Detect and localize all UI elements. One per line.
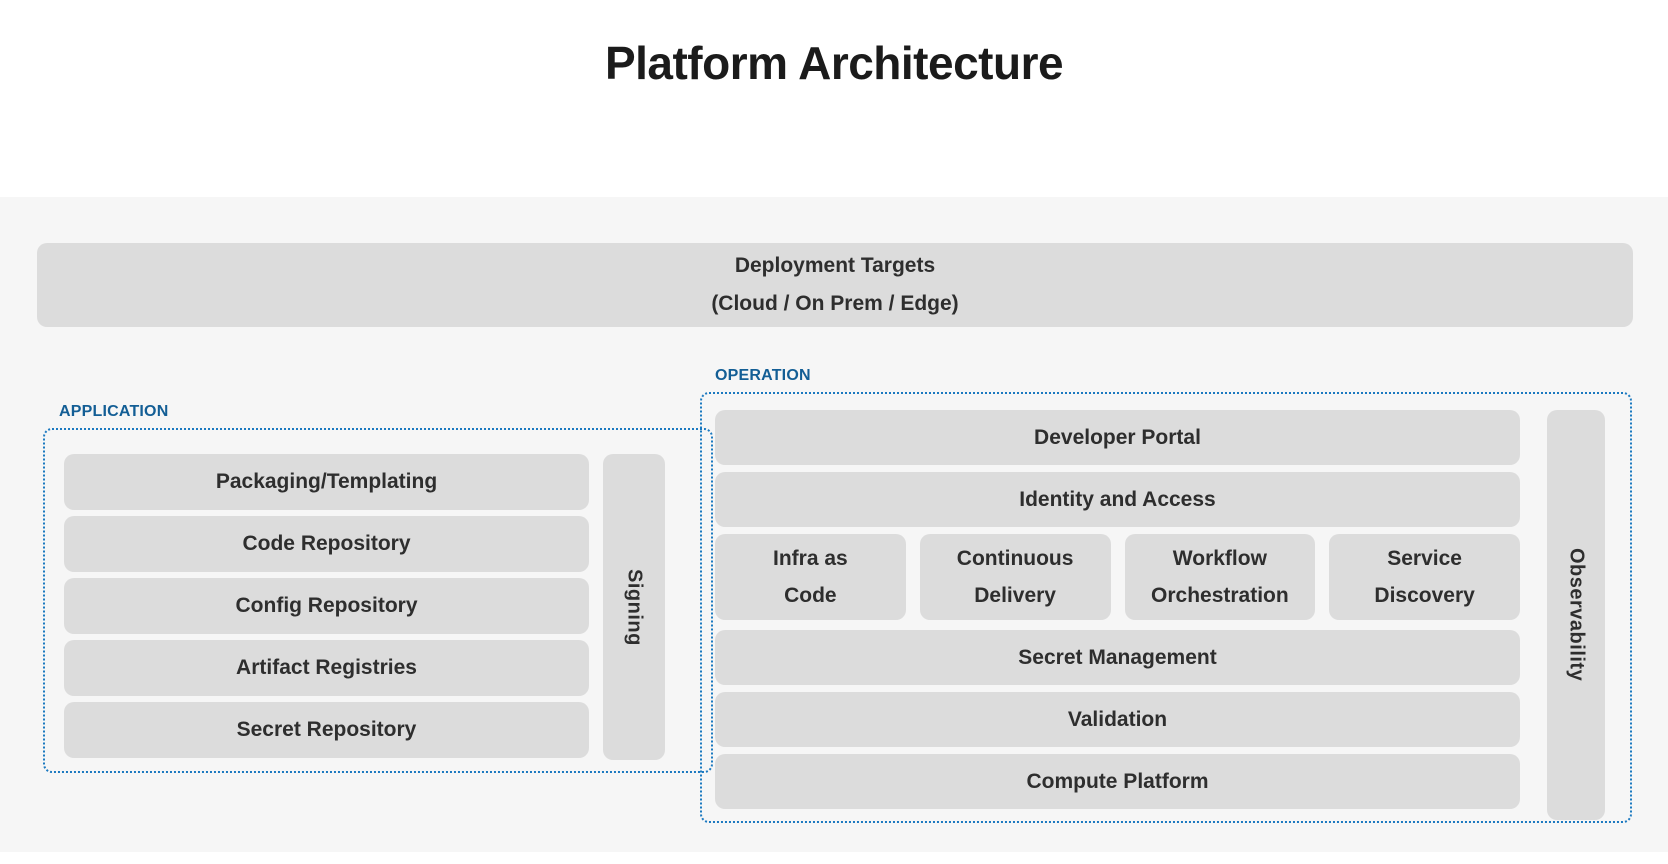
deployment-targets-box: Deployment Targets (Cloud / On Prem / Ed… bbox=[37, 243, 1633, 327]
application-group: APPLICATION Packaging/Templating Code Re… bbox=[43, 403, 713, 773]
box-developer-portal: Developer Portal bbox=[715, 410, 1520, 465]
box-artifact-registries: Artifact Registries bbox=[64, 640, 589, 696]
box-code-repository: Code Repository bbox=[64, 516, 589, 572]
box-compute-platform: Compute Platform bbox=[715, 754, 1520, 809]
box-validation: Validation bbox=[715, 692, 1520, 747]
box-signing-vertical: Signing bbox=[603, 454, 665, 760]
application-group-label: APPLICATION bbox=[59, 403, 169, 420]
deployment-targets-line2: (Cloud / On Prem / Edge) bbox=[711, 292, 959, 315]
box-continuous-delivery: Continuous Delivery bbox=[919, 534, 1111, 620]
box-config-repository: Config Repository bbox=[64, 578, 589, 634]
operation-group: OPERATION Developer Portal Identity and … bbox=[700, 367, 1632, 823]
box-infra-as-code: Infra as Code bbox=[715, 534, 906, 620]
box-secret-management: Secret Management bbox=[715, 630, 1520, 685]
box-secret-repository: Secret Repository bbox=[64, 702, 589, 758]
box-service-discovery: Service Discovery bbox=[1329, 534, 1520, 620]
operation-middle-row: Infra as Code Continuous Delivery Workfl… bbox=[715, 534, 1520, 620]
box-identity-and-access: Identity and Access bbox=[715, 472, 1520, 527]
deployment-targets-line1: Deployment Targets bbox=[734, 254, 936, 277]
box-packaging-templating: Packaging/Templating bbox=[64, 454, 589, 510]
page-title: Platform Architecture bbox=[604, 37, 1064, 89]
box-workflow-orchestration: Workflow Orchestration bbox=[1124, 534, 1316, 620]
operation-group-label: OPERATION bbox=[715, 367, 811, 384]
box-observability-vertical: Observability bbox=[1547, 410, 1605, 820]
